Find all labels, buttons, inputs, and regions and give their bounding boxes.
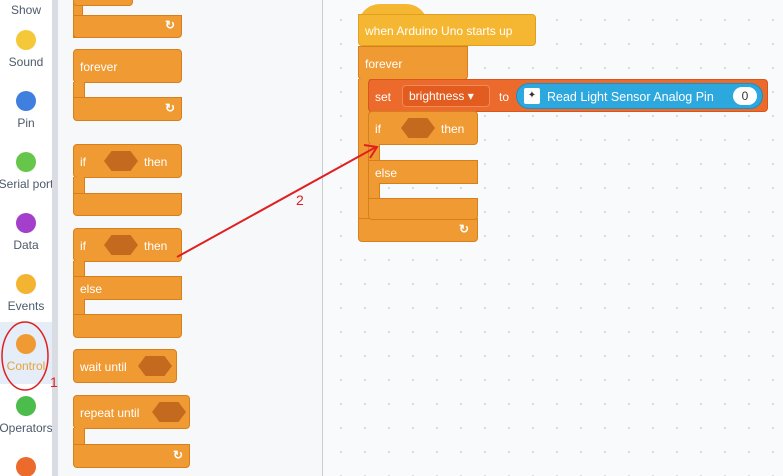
category-operators[interactable]: Operators bbox=[0, 396, 52, 435]
category-sidebar: Show Sound Pin Serial port Data Events C… bbox=[0, 0, 53, 476]
block-label: then bbox=[144, 155, 168, 169]
loop-arrow-icon: ↻ bbox=[458, 222, 469, 236]
category-label: Operators bbox=[0, 421, 53, 435]
loop-arrow-icon: ↻ bbox=[172, 448, 183, 462]
block-palette: ↻ forever ↻ if then if then else bbox=[58, 0, 323, 476]
set-variable-block[interactable]: set brightness ▾ to ✦ Read Light Sensor … bbox=[368, 79, 768, 112]
category-label: Pin bbox=[17, 116, 35, 130]
serial-port-category-dot-icon bbox=[16, 152, 36, 172]
condition-slot[interactable] bbox=[138, 356, 172, 376]
category-label: Show bbox=[10, 3, 42, 17]
block-label: else bbox=[80, 282, 103, 296]
condition-slot[interactable] bbox=[401, 118, 435, 138]
block-label: if bbox=[80, 155, 86, 169]
block-label: set bbox=[375, 90, 392, 104]
more-category-dot-icon bbox=[16, 457, 36, 476]
block-label: forever bbox=[365, 57, 403, 71]
sound-category-dot-icon bbox=[16, 30, 36, 50]
condition-slot[interactable] bbox=[104, 235, 138, 255]
category-serial-port[interactable]: Serial port bbox=[0, 152, 52, 191]
category-more[interactable] bbox=[0, 457, 52, 476]
category-label: Events bbox=[7, 299, 45, 313]
loop-arrow-icon: ↻ bbox=[164, 101, 175, 115]
script-workspace[interactable]: when Arduino Uno starts up forever ↻ set… bbox=[323, 0, 783, 476]
block-label: if bbox=[375, 122, 381, 136]
category-data[interactable]: Data bbox=[0, 213, 52, 252]
category-pin[interactable]: Pin bbox=[0, 91, 52, 130]
block-label: if bbox=[80, 239, 86, 253]
block-label: to bbox=[499, 90, 510, 104]
pin-category-dot-icon bbox=[16, 91, 36, 111]
block-label: wait until bbox=[80, 360, 127, 374]
palette-wait-until-block[interactable]: wait until bbox=[73, 349, 177, 383]
annotation-step-1: 1 bbox=[50, 374, 58, 390]
category-sound[interactable]: Sound bbox=[0, 30, 52, 69]
category-show[interactable]: Show bbox=[0, 0, 52, 17]
block-label: forever bbox=[80, 60, 118, 74]
operators-category-dot-icon bbox=[16, 396, 36, 416]
category-events[interactable]: Events bbox=[0, 274, 52, 313]
variable-dropdown[interactable]: brightness ▾ bbox=[402, 85, 490, 107]
reporter-label: Read Light Sensor Analog Pin bbox=[547, 90, 714, 104]
category-label: Data bbox=[13, 238, 39, 252]
pin-number-input[interactable]: 0 bbox=[733, 87, 757, 105]
events-category-dot-icon bbox=[16, 274, 36, 294]
block-label: repeat until bbox=[80, 406, 140, 420]
block-label: then bbox=[144, 239, 168, 253]
condition-slot[interactable] bbox=[152, 402, 186, 422]
block-label: then bbox=[441, 122, 465, 136]
hat-block-label: when Arduino Uno starts up bbox=[365, 24, 513, 38]
category-label: Control bbox=[6, 359, 46, 373]
data-category-dot-icon bbox=[16, 213, 36, 233]
annotation-step-2: 2 bbox=[296, 192, 304, 208]
block-label: else bbox=[375, 166, 398, 180]
category-label: Serial port bbox=[0, 177, 53, 191]
condition-slot[interactable] bbox=[104, 151, 138, 171]
loop-arrow-icon: ↻ bbox=[164, 18, 175, 32]
palette-scrollbar[interactable] bbox=[52, 0, 58, 476]
read-light-sensor-reporter[interactable]: ✦ Read Light Sensor Analog Pin 0 bbox=[516, 83, 763, 109]
category-label: Sound bbox=[8, 55, 44, 69]
control-category-dot-icon bbox=[16, 334, 36, 354]
category-control[interactable]: Control bbox=[0, 322, 52, 384]
light-sensor-icon: ✦ bbox=[524, 88, 540, 104]
